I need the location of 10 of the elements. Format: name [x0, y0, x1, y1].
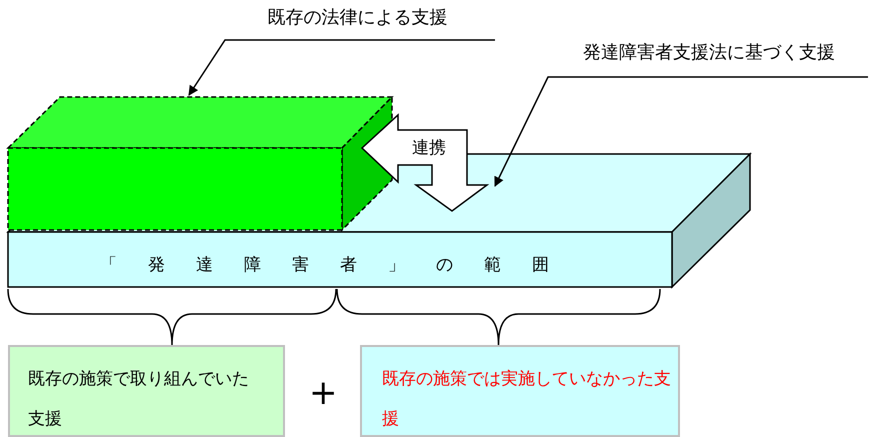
callout-text: 発達障害者支援法に基づく支援: [548, 40, 870, 76]
range-label: 「発達障害者」の範囲: [100, 254, 580, 276]
block-arrow: [360, 113, 490, 212]
leader-arrow: [494, 76, 868, 187]
text-box: 既存の施策では実施していなかった支援: [360, 345, 680, 437]
edge-label: 連携: [412, 138, 446, 158]
callout-text: 既存の法律による支援: [220, 5, 495, 39]
leader-arrow: [188, 39, 495, 96]
plus-sign: +: [309, 374, 338, 412]
text-box: 既存の施策で取り組んでいた支援: [8, 345, 285, 437]
